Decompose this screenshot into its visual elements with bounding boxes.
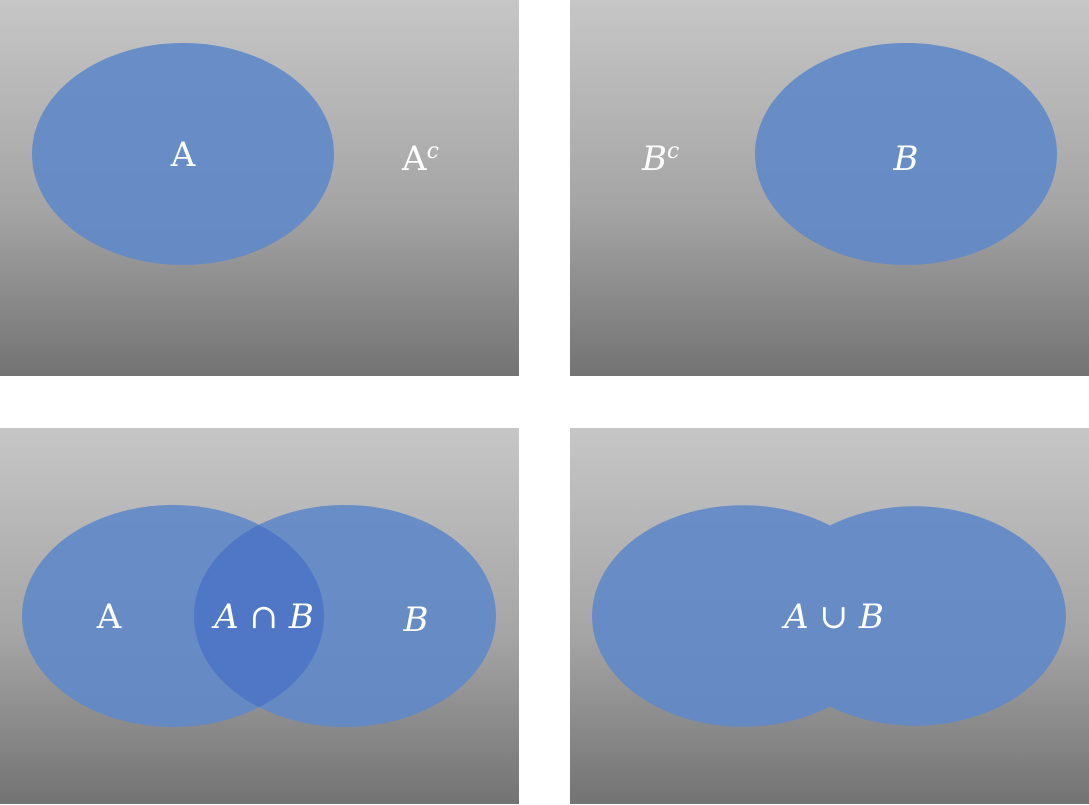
complement-b-base: B (641, 139, 667, 179)
union-region (592, 505, 1066, 727)
set-b-ellipse (755, 43, 1057, 265)
union-label: A ∪ B (781, 597, 884, 637)
intersection-region (194, 505, 324, 727)
set-a-ellipse (32, 43, 334, 265)
venn-complement-b: B Bc (641, 43, 1057, 265)
panel-complement-a: A Ac (0, 0, 519, 376)
panel-union: A ∪ B (570, 428, 1089, 804)
panel-intersection: A A ∩ B B (0, 428, 519, 804)
venn-union: A ∪ B (592, 505, 1066, 727)
complement-a-superscript: c (427, 139, 439, 164)
complement-b-label: Bc (641, 139, 679, 179)
complement-a-label: Ac (401, 139, 439, 179)
venn-intersection: A A ∩ B B (22, 505, 496, 727)
complement-b-superscript: c (667, 139, 679, 164)
set-b-label: B (403, 600, 429, 640)
complement-a-base: A (401, 139, 427, 179)
set-b-label: B (893, 139, 919, 179)
panel-complement-b: B Bc (570, 0, 1089, 376)
set-a-label: A (170, 135, 196, 175)
venn-complement-a: A Ac (32, 43, 439, 265)
set-a-label: A (96, 597, 122, 637)
intersection-label: A ∩ B (211, 597, 314, 637)
